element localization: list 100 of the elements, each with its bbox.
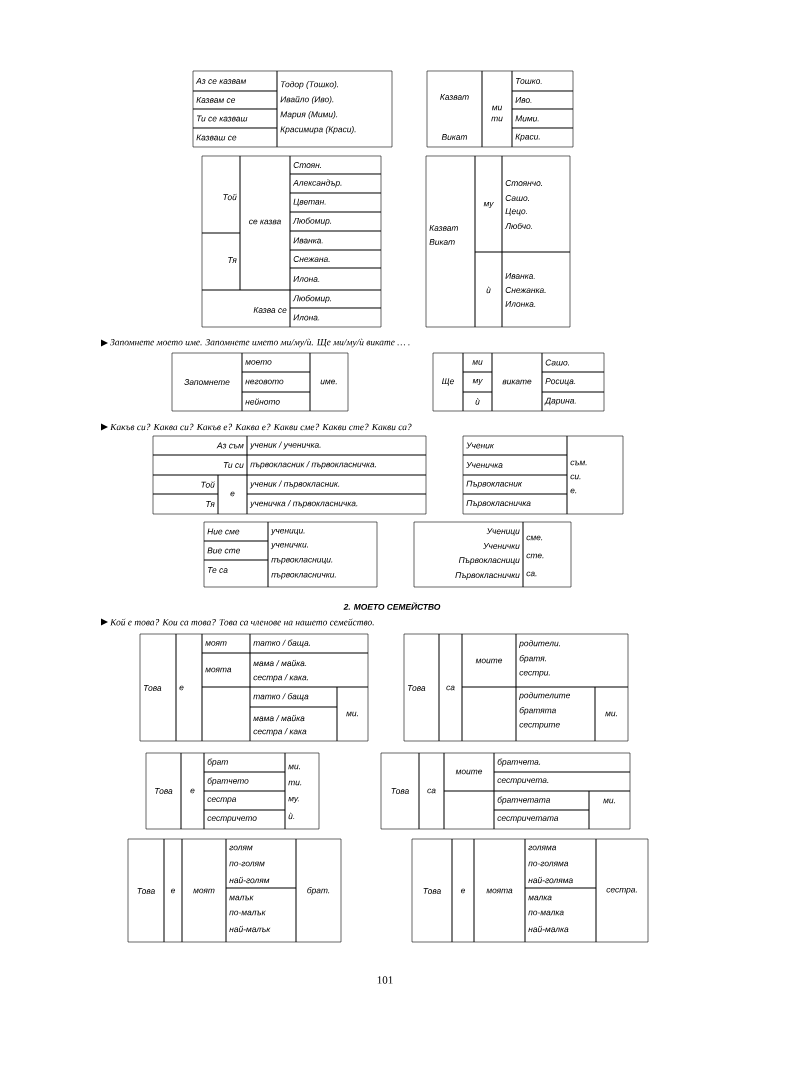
table-cell: брат. <box>295 838 342 943</box>
table-cell: ученичка / първокласничка. <box>246 493 427 515</box>
label: Цецо. <box>505 208 527 216</box>
label: Тодор (Тошко). <box>280 81 339 89</box>
table-cell: Те са <box>203 559 269 588</box>
table-cell: са <box>438 633 463 742</box>
table-cell: ученик / ученичка. <box>246 435 427 456</box>
page-number: 101 <box>377 976 393 984</box>
table-cell: Вие сте <box>203 540 269 561</box>
table-cell: моите <box>461 633 517 688</box>
table-cell: се казва <box>239 155 291 291</box>
table-cell: Стоян. <box>289 155 382 175</box>
label: му. <box>288 796 299 804</box>
label: Стоянчо. <box>505 180 543 186</box>
instruction-text: Кой е това? Кои са това? Това са членове на нашето семейство. <box>110 618 374 626</box>
section-heading: 2. МОЕТО СЕМЕЙСТВО <box>343 602 441 610</box>
table-cell: Илона. <box>289 307 382 328</box>
table-cell: Това <box>403 633 440 742</box>
table-cell: ми ти <box>481 70 513 148</box>
instruction-text: Какъв си? Каква си? Какъв е? Каква е? Какви сме? Какви сте? Какви са? <box>110 423 412 431</box>
table-cell: татко / баща <box>249 686 338 708</box>
table-cell: Иво. <box>511 90 574 110</box>
table-cell: сестричетата <box>493 809 590 830</box>
table-cell: ми. ти. му. ѝ. <box>284 752 320 830</box>
table-cell: Росица. <box>541 371 605 393</box>
table-cell: Ние сме <box>203 521 269 542</box>
label: първокласници. <box>271 557 333 565</box>
table-cell: Аз се казвам <box>192 70 278 92</box>
label: Ученици <box>486 528 520 536</box>
table-cell: Любомир. <box>289 289 382 309</box>
table-cell: Първокласник <box>462 474 568 495</box>
table-cell: е <box>180 752 205 830</box>
label: Първокласнички <box>455 572 520 580</box>
table-cell: Ученик <box>462 435 568 456</box>
table-cell: Тя <box>201 232 241 291</box>
table-cell: ми <box>462 352 493 373</box>
label: Ивайло (Иво). <box>280 96 334 104</box>
table-cell: Казваш се <box>192 127 278 148</box>
table-cell: Сашо. <box>541 352 605 373</box>
table-cell: сестра. <box>595 838 649 943</box>
table-cell: Първокласничка <box>462 493 568 515</box>
label: Ученички <box>483 543 520 549</box>
table-cell: Ученичка <box>462 454 568 476</box>
table-cell: Цветан. <box>289 192 382 213</box>
table-cell: моето <box>241 352 311 373</box>
table-cell: братчета. <box>493 752 631 773</box>
table-cell: малка по-малка най-малка <box>524 887 597 943</box>
table-cell: Той <box>152 474 219 495</box>
label: Сашо. <box>505 195 529 201</box>
table-cell: ми. <box>594 686 629 742</box>
table-cell: моята <box>201 652 251 688</box>
table-cell: Тя <box>152 493 219 515</box>
table-cell: братчето <box>203 771 286 792</box>
table-cell: Тошко. <box>511 70 574 92</box>
table-cell: татко / баща. <box>249 633 369 654</box>
table-cell: Той <box>201 155 241 234</box>
table-cell: Тодор (Тошко). Ивайло (Иво). Мария (Мими). Красимира (Краси). <box>276 70 393 148</box>
table-cell: ми. <box>336 686 369 742</box>
table-cell: Мими. <box>511 108 574 129</box>
table-cell: мама / майка. сестра / кака. <box>249 652 369 688</box>
table-cell: родителите братята сестрите <box>515 686 596 742</box>
table-cell: сестричета. <box>493 771 631 792</box>
table-cell: ѝ <box>474 251 503 328</box>
table-cell: Това <box>127 838 165 943</box>
label: Любчо. <box>504 222 533 230</box>
table-cell: Казват Викат <box>425 155 476 328</box>
table-cell: е <box>451 838 475 943</box>
instruction-text: Запомнете моето име. Запомнете името ми/му/ѝ. Ще ми/му/ѝ викате … . <box>110 338 410 348</box>
table-cell: малък по-малък най-малък <box>225 887 297 943</box>
label: Красимира (Краси). <box>280 126 356 134</box>
table-cell: Снежана. <box>289 249 382 269</box>
table-cell: Това <box>139 633 177 742</box>
table-cell: сме. сте. са. <box>522 521 572 588</box>
table-cell: Дарина. <box>541 391 605 412</box>
table-cell: Това <box>145 752 182 830</box>
label: ученички. <box>270 542 308 550</box>
table-cell: ѝ <box>462 391 493 412</box>
table-cell: ученици. ученички. първокласници. първокласнички. <box>267 521 378 588</box>
table-cell: ученик / първокласник. <box>246 474 427 495</box>
table-cell: викате <box>491 352 543 412</box>
table-cell: сестричето <box>203 809 286 830</box>
table-cell: моят <box>201 633 251 654</box>
label: ми. <box>288 764 300 770</box>
table-cell: Това <box>380 752 420 830</box>
table-cell: моите <box>443 752 495 792</box>
table-cell: брат <box>203 752 286 773</box>
label: първокласнички. <box>271 572 336 580</box>
table-cell: мама / майка сестра / кака <box>249 706 338 742</box>
table-cell: Казвам се <box>192 90 278 110</box>
table-cell: Запомнете <box>171 352 243 412</box>
table-cell: моят <box>181 838 227 943</box>
table-cell: Ти си <box>152 454 248 476</box>
table-cell: родители. братя. сестри. <box>515 633 629 688</box>
table-cell: Любомир. <box>289 211 382 232</box>
table-cell: е <box>163 838 183 943</box>
label: ученици. <box>270 528 305 536</box>
table-cell: Александър. <box>289 173 382 194</box>
table-cell: Иванка. <box>289 230 382 251</box>
table-cell: Казва се <box>201 289 291 328</box>
table-cell: голям по-голям най-голям <box>225 838 297 889</box>
